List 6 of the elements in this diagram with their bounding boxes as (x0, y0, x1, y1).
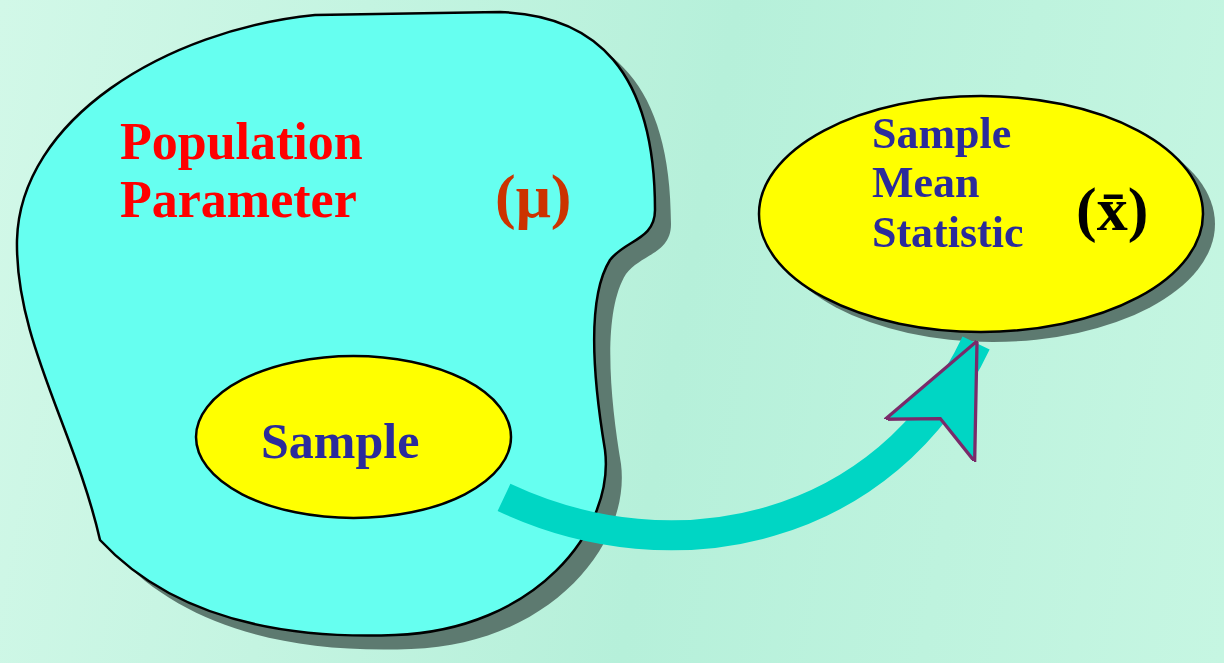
node-label: Sample Mean Statistic (872, 109, 1025, 257)
symbol-label: (μ) (495, 162, 572, 232)
node-label: Population Parameter (120, 113, 364, 230)
curved-arrow (498, 335, 990, 551)
node-label: Sample (261, 413, 420, 469)
symbol-label: (x̄) (1076, 175, 1149, 245)
